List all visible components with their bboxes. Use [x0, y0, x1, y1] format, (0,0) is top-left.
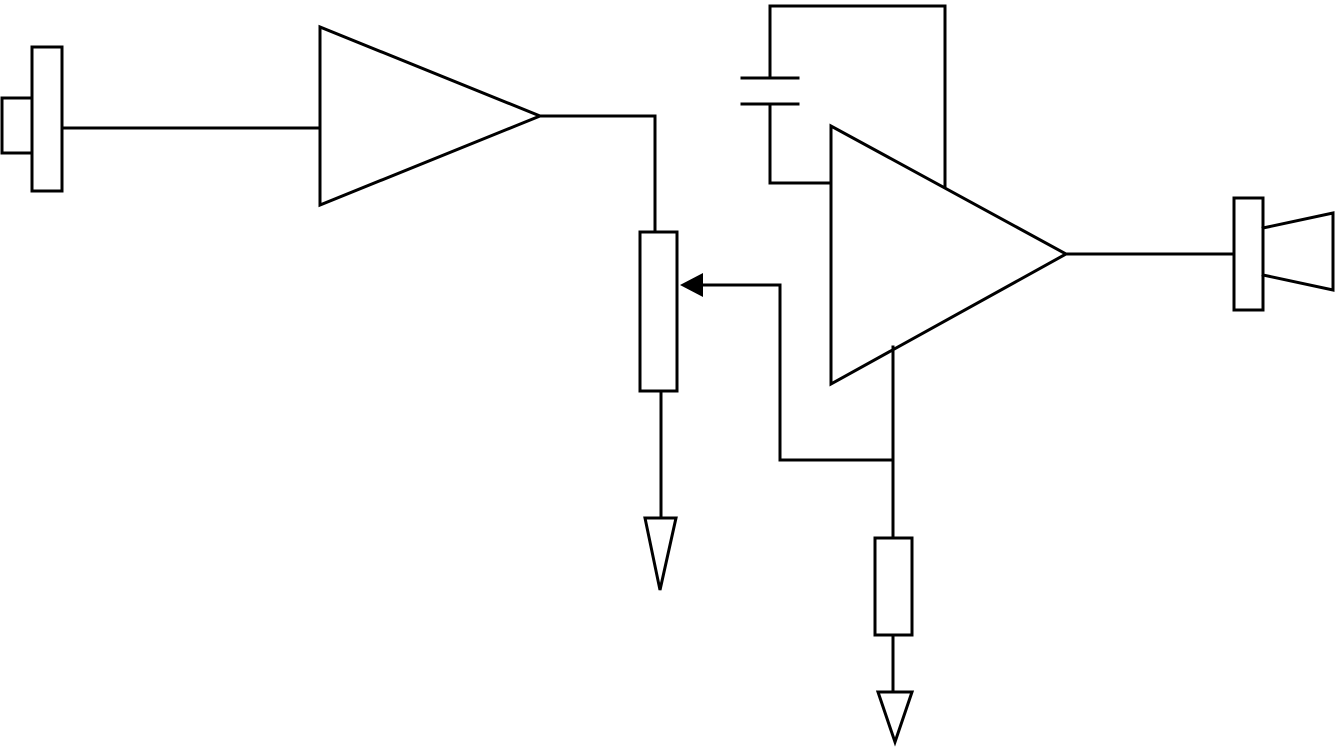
speaker-icon: [1232, 196, 1335, 312]
potentiometer-icon: [638, 230, 703, 393]
wiper-arrow-icon: [680, 273, 703, 297]
wire-preamp-to-pot: [538, 114, 657, 234]
preamplifier-icon: [318, 24, 544, 208]
ground-icon: [875, 690, 915, 747]
wire-wiper: [698, 283, 895, 462]
ground-icon: [643, 516, 678, 591]
capacitor-icon: [740, 4, 947, 190]
microphone-icon: [0, 45, 64, 193]
resistor-icon: [873, 536, 914, 637]
power-amplifier-icon: [829, 123, 1070, 387]
